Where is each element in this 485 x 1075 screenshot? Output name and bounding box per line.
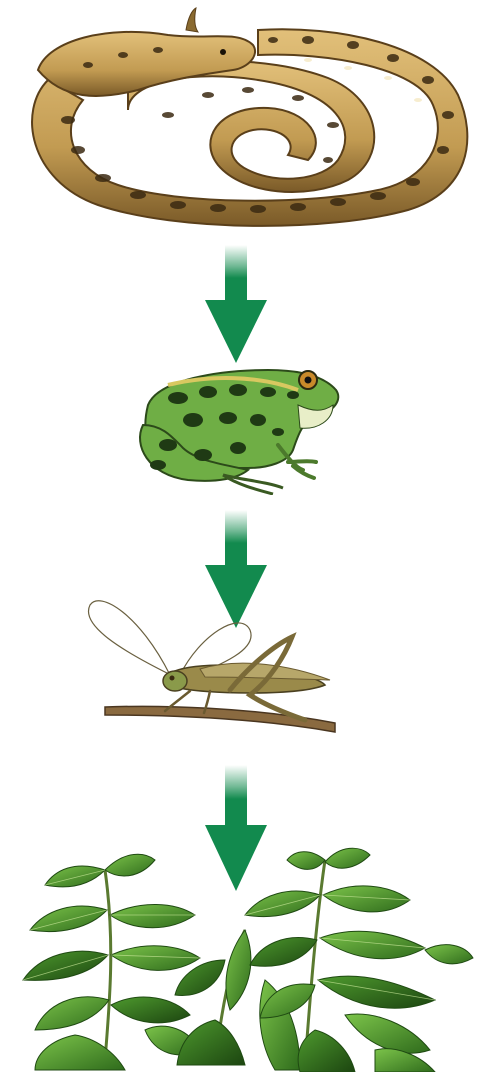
grasshopper-icon xyxy=(80,595,340,740)
down-arrow-icon xyxy=(205,245,267,365)
frog-icon xyxy=(128,350,343,495)
snake-icon xyxy=(8,0,483,235)
plant-icon xyxy=(15,840,475,1072)
